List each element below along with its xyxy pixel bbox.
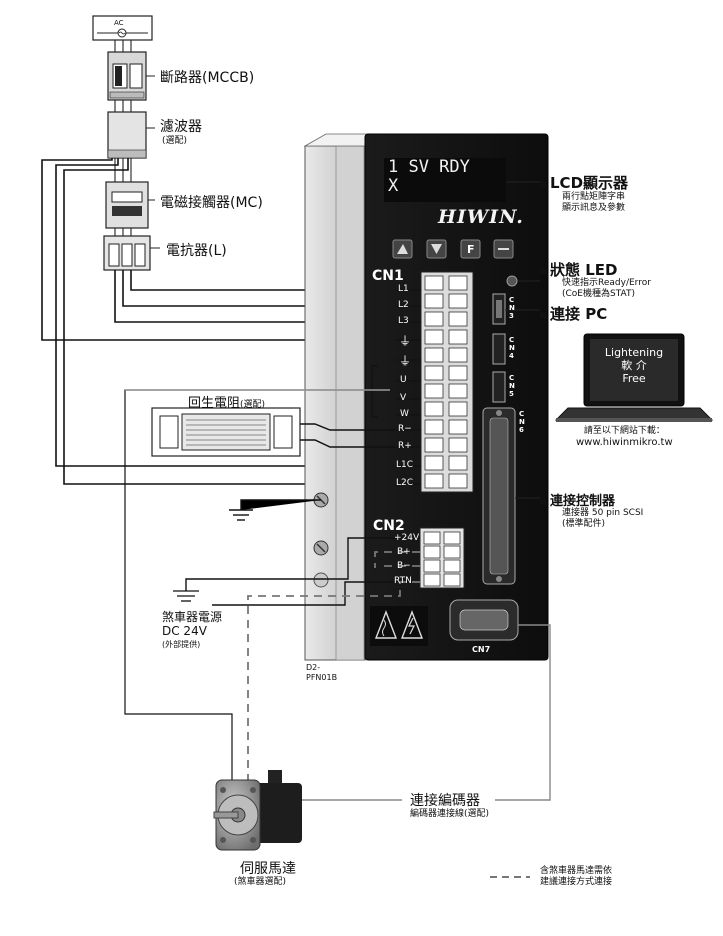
reactor xyxy=(103,235,160,271)
cn1-terminal-ground-icon: ⏚ xyxy=(399,354,412,368)
cn3-label: C N 3 xyxy=(509,296,515,320)
cn1-label: CN1 xyxy=(372,268,404,284)
mc-label: 電磁接觸器(MC) xyxy=(160,195,263,211)
lcd-callout-desc: 兩行點矩陣字串顯示訊息及參數 xyxy=(562,192,626,213)
controller-callout-title: 連接控制器 xyxy=(540,490,615,509)
filter-note: (選配) xyxy=(162,136,188,146)
cn2-terminal: B− xyxy=(397,561,411,571)
download-text: 請至以下網站下載： www.hiwinmikro.tw xyxy=(576,426,673,448)
reactor-label: 電抗器(L) xyxy=(166,243,227,259)
mccb-breaker xyxy=(107,51,155,101)
lcd-callout-title: LCD顯示器 xyxy=(540,172,628,193)
f-key-label: F xyxy=(467,243,475,256)
cn2-terminal: RTN xyxy=(394,576,412,586)
cn1-terminal-ground-icon: ⏚ xyxy=(399,334,412,348)
legend-text: 含煞車器馬達需依 建議連接方式連接 xyxy=(540,866,613,887)
filter-label: 濾波器 xyxy=(160,119,202,135)
cn5-label: C N 5 xyxy=(509,374,515,398)
regen-resistor xyxy=(151,407,301,457)
servo-motor xyxy=(213,770,302,851)
servo-drive xyxy=(303,133,549,661)
cn2-terminal: +24V xyxy=(394,533,420,543)
cn1-terminal: L2 xyxy=(398,300,409,310)
cn1-terminal: L1 xyxy=(398,284,409,294)
encoder-label: 連接編碼器 xyxy=(410,793,480,809)
cn1-terminal: L2C xyxy=(396,478,414,488)
cn2-label: CN2 xyxy=(373,518,405,534)
ac-source xyxy=(92,15,153,41)
motor-note: (煞車器選配) xyxy=(234,877,287,887)
mccb-label: 斷路器(MCCB) xyxy=(160,70,255,86)
lcd-display: 1 SV RDY X xyxy=(384,158,506,202)
cn1-terminal: L1C xyxy=(396,460,414,470)
cn1-terminal: V xyxy=(400,393,407,403)
magnetic-contactor xyxy=(105,181,155,229)
ac-label: AC xyxy=(114,19,124,27)
cn4-label: C N 4 xyxy=(509,336,515,360)
encoder-note: 編碼器連接線(選配) xyxy=(410,809,490,819)
cn1-terminal: L3 xyxy=(398,316,409,326)
cn7-label: CN7 xyxy=(472,645,491,654)
brake-power-label: 煞車器電源 DC 24V (外部提供) xyxy=(162,610,223,649)
laptop xyxy=(554,333,714,422)
noise-filter xyxy=(107,111,155,159)
cn1-terminal: W xyxy=(400,409,409,419)
controller-callout-desc: 連接器 50 pin SCSI(標準配件) xyxy=(562,508,644,529)
motor-label: 伺服馬達 xyxy=(240,861,296,877)
regen-label: 回生電阻(選配) xyxy=(188,396,266,411)
hiwin-logo: HIWIN. xyxy=(438,206,524,228)
ground-symbol-frame xyxy=(229,499,321,521)
cn1-terminal: R+ xyxy=(398,441,412,451)
laptop-screen-text: Lightening 軟 介 Free xyxy=(604,346,664,385)
ground-symbol-brake xyxy=(173,590,199,602)
cn2-terminal: B+ xyxy=(397,547,411,557)
cn1-terminal: R− xyxy=(398,424,412,434)
led-callout-title: 狀態 LED xyxy=(540,259,617,280)
led-callout-desc: 快速指示Ready/Error(CoE機種為STAT) xyxy=(562,278,651,299)
pc-callout-title: 連接 PC xyxy=(540,303,607,324)
model-label: D2- PFN01B xyxy=(306,663,338,682)
cn1-terminal: U xyxy=(400,375,407,385)
cn6-label: C N 6 xyxy=(519,410,525,434)
